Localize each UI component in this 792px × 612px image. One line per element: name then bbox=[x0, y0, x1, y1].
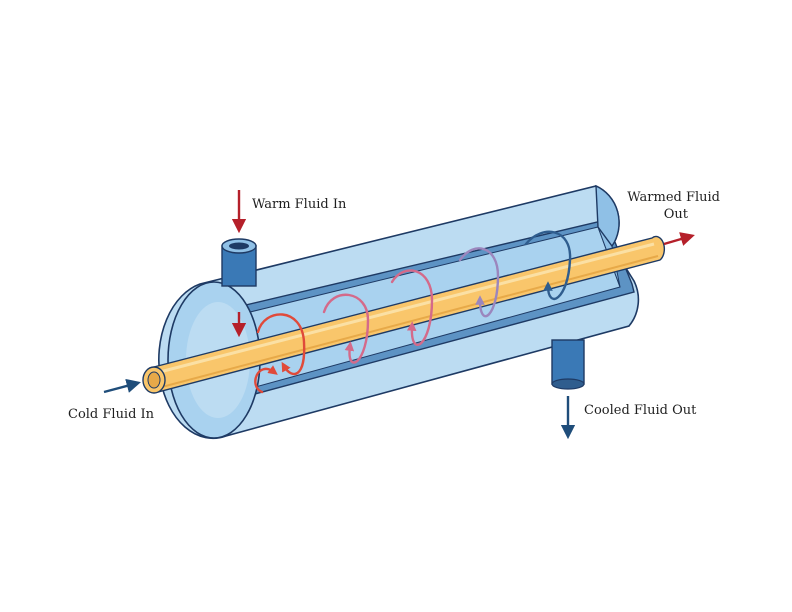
swirl-arrow bbox=[254, 365, 278, 394]
swirl-arrow bbox=[524, 230, 572, 300]
tube-inlet-bore bbox=[147, 371, 161, 389]
port-bore bbox=[229, 242, 249, 250]
port-bottom bbox=[551, 378, 585, 390]
cooled-outlet-port bbox=[551, 339, 585, 390]
shell-right-cap bbox=[595, 184, 620, 248]
label-cooled-fluid-out: Cooled Fluid Out bbox=[584, 403, 697, 418]
label-warmed-fluid-out-line1: Warmed Fluid bbox=[627, 190, 720, 205]
label-warmed-fluid-out-line2: Out bbox=[664, 207, 689, 222]
swirl-arrow bbox=[458, 247, 500, 318]
flow-arrows bbox=[103, 190, 695, 440]
swirl-flow bbox=[254, 230, 572, 394]
port-pipe bbox=[551, 339, 585, 385]
swirl-arrow bbox=[322, 293, 370, 364]
warmed-out-arrow-icon bbox=[663, 232, 695, 246]
swirl-arrow bbox=[390, 269, 434, 347]
swirl-arrow bbox=[256, 313, 306, 376]
inner-tube bbox=[142, 235, 666, 394]
warm-inlet-port bbox=[221, 238, 257, 287]
label-cold-fluid-in: Cold Fluid In bbox=[68, 407, 155, 422]
cold-in-arrow-icon bbox=[103, 378, 141, 394]
label-warm-fluid-in: Warm Fluid In bbox=[252, 197, 347, 212]
